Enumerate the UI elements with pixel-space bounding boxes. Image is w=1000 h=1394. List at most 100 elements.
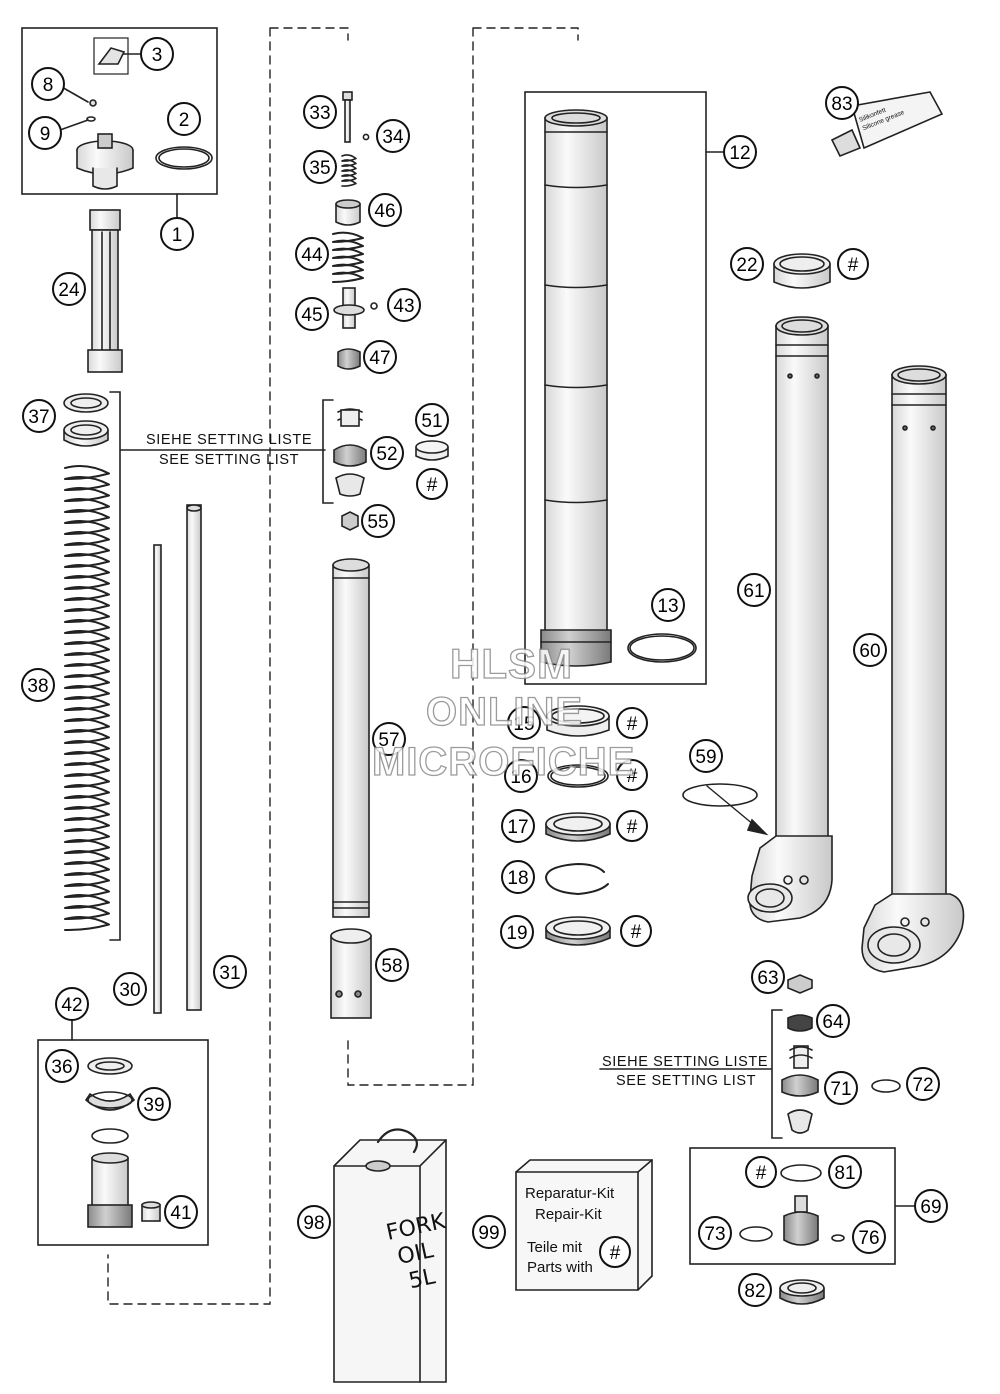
callout-number: 69	[920, 1197, 941, 1218]
callout-number: 8	[43, 75, 54, 96]
callout-76: 76	[852, 1220, 886, 1254]
callout-2: 2	[167, 102, 201, 136]
callout-19: 19	[500, 915, 534, 949]
callout-81: 81	[828, 1155, 862, 1189]
callout-number: 34	[382, 127, 404, 148]
callout-47: 47	[363, 340, 397, 374]
oil-can-label-3: 5L	[407, 1264, 439, 1294]
callout-52: 52	[370, 436, 404, 470]
callout-number: 2	[179, 110, 190, 131]
outer-tube-frame	[524, 91, 707, 685]
callout-69: 69	[914, 1189, 948, 1223]
callout-60: 60	[853, 633, 887, 667]
callout-34: 34	[376, 119, 410, 153]
callout-number: 76	[858, 1228, 879, 1249]
repair-kit-line4: Parts with	[527, 1259, 593, 1276]
callout-number: 99	[478, 1223, 499, 1244]
callout-73: 73	[698, 1216, 732, 1250]
callout-33: 33	[303, 95, 337, 129]
callout-1: 1	[160, 217, 194, 251]
setting-list-en-bottom: SEE SETTING LIST	[616, 1073, 756, 1089]
callout-51: 51	[415, 403, 449, 437]
callout-number: 43	[393, 296, 414, 317]
coil	[64, 464, 110, 932]
callout-13: 13	[651, 588, 685, 622]
callout-number: 82	[744, 1281, 765, 1302]
guide-line-left	[107, 27, 349, 1305]
callout-22: 22	[730, 247, 764, 281]
callout-number: 58	[381, 956, 402, 977]
callout-number: #	[627, 714, 638, 735]
callout-number: 73	[704, 1224, 725, 1245]
callout-number: 60	[859, 641, 880, 662]
callout-number: 51	[421, 411, 442, 432]
callout-number: 16	[510, 767, 531, 788]
callout-number: 33	[309, 103, 330, 124]
callout-number: 13	[657, 596, 678, 617]
callout-number: #	[627, 766, 638, 787]
coil	[332, 231, 364, 283]
callout-41: 41	[164, 1195, 198, 1229]
callout-43: 43	[387, 288, 421, 322]
repair-kit-line2: Repair-Kit	[535, 1206, 603, 1223]
callout-15: 15	[507, 706, 541, 740]
callout-hash: #	[837, 248, 869, 280]
callout-46: 46	[368, 193, 402, 227]
callout-number: 52	[376, 444, 397, 465]
callout-58: 58	[375, 948, 409, 982]
callout-number: 30	[119, 980, 140, 1001]
callout-9: 9	[28, 116, 62, 150]
repair-kit-line1: Reparatur-Kit	[525, 1185, 615, 1202]
callout-number: 31	[219, 963, 240, 984]
callout-59: 59	[689, 739, 723, 773]
callout-number: 59	[695, 747, 716, 768]
fork-spring	[64, 464, 110, 932]
callout-hash: #	[745, 1156, 777, 1188]
callout-number: 19	[506, 923, 527, 944]
callout-number: 24	[58, 280, 80, 301]
cap-assembly-frame	[21, 27, 218, 195]
callout-24: 24	[52, 272, 86, 306]
callout-number: 72	[912, 1075, 933, 1096]
callout-hash: #	[616, 759, 648, 791]
bracket-valve-setting	[322, 399, 334, 504]
callout-number: 98	[303, 1213, 324, 1234]
callout-8: 8	[31, 67, 65, 101]
callout-30: 30	[113, 972, 147, 1006]
callout-number: 12	[729, 143, 750, 164]
setting-list-de-bottom: SIEHE SETTING LISTE	[602, 1054, 768, 1070]
callout-number: #	[627, 817, 638, 838]
callout-45: 45	[295, 297, 329, 331]
callout-number: #	[427, 475, 438, 496]
callout-number: 18	[507, 868, 528, 889]
callout-71: 71	[824, 1071, 858, 1105]
callout-number: 39	[143, 1095, 164, 1116]
callout-18: 18	[501, 860, 535, 894]
callout-number: 81	[834, 1163, 855, 1184]
bracket-lower-setting	[599, 1009, 783, 1139]
callout-number: 15	[513, 714, 534, 735]
callout-number: #	[848, 255, 859, 276]
callout-16: 16	[504, 759, 538, 793]
cartridge-assembly-frame	[37, 1039, 209, 1246]
callout-63: 63	[751, 960, 785, 994]
callout-number: 46	[374, 201, 395, 222]
callout-number: 36	[51, 1057, 72, 1078]
callout-98: 98	[297, 1205, 331, 1239]
callout-hash: #	[416, 468, 448, 500]
callout-12: 12	[723, 135, 757, 169]
coil	[341, 154, 357, 187]
callout-83: 83	[825, 86, 859, 120]
callout-number: 41	[170, 1203, 191, 1224]
callout-number: 47	[369, 348, 390, 369]
callout-number: 83	[831, 94, 852, 115]
callout-hash: #	[620, 915, 652, 947]
callout-number: 3	[152, 45, 163, 66]
callout-3: 3	[140, 37, 174, 71]
callout-72: 72	[906, 1067, 940, 1101]
callout-17: 17	[501, 809, 535, 843]
callout-number: 42	[61, 995, 82, 1016]
setting-list-en-top: SEE SETTING LIST	[159, 452, 299, 468]
